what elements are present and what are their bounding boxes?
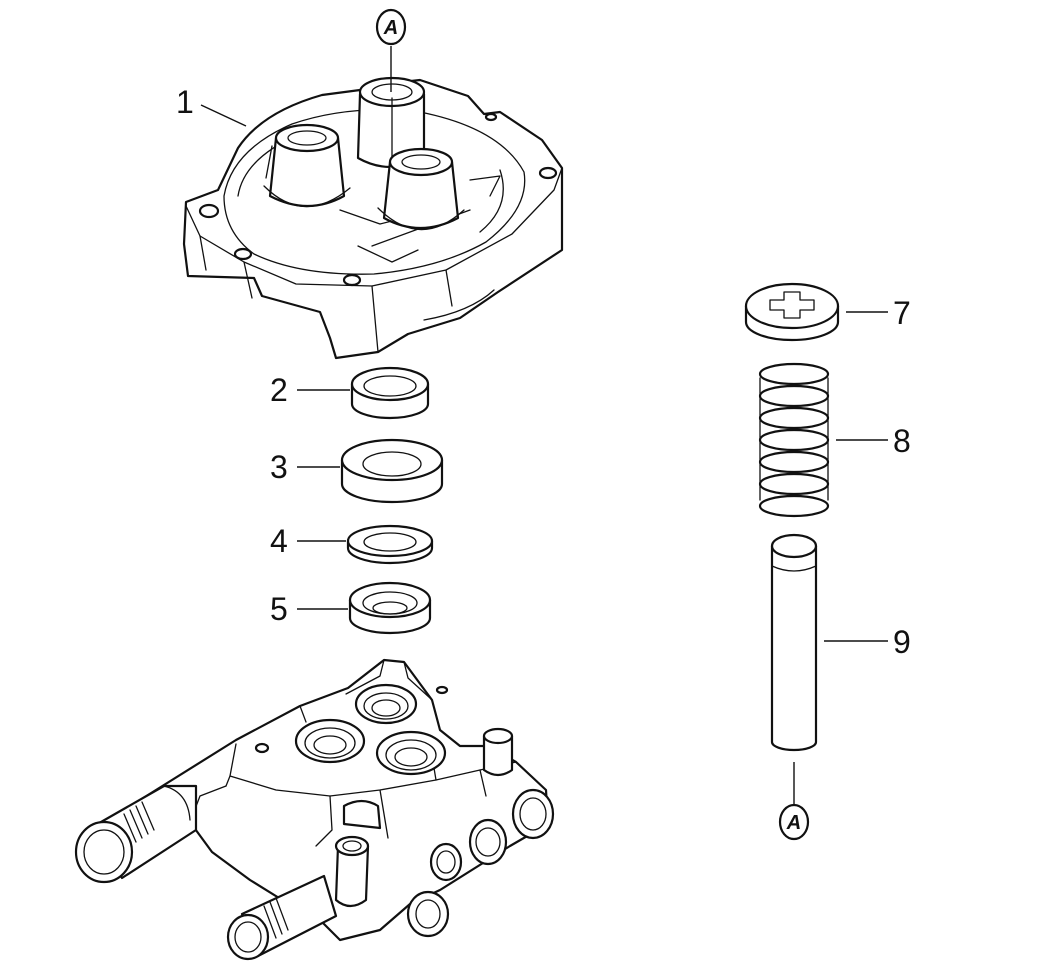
left-inlet-pipe bbox=[74, 784, 198, 884]
lower-outlet-pipe bbox=[226, 874, 338, 961]
part-2-seal-ring bbox=[350, 366, 430, 420]
reference-mark-bottom-label: A bbox=[786, 812, 801, 834]
callout-4: 4 bbox=[270, 523, 288, 559]
callout-2: 2 bbox=[270, 372, 288, 408]
callout-1: 1 bbox=[176, 84, 194, 120]
reference-mark-bottom: A bbox=[778, 762, 810, 841]
manifold-side-boss-2 bbox=[468, 818, 508, 866]
part-1-valve-housing bbox=[182, 76, 564, 360]
manifold-side-boss-3 bbox=[429, 842, 463, 882]
part-4-o-ring bbox=[346, 524, 434, 565]
manifold-port-2 bbox=[294, 718, 366, 764]
callout-7: 7 bbox=[893, 295, 911, 331]
part-9-piston-rod bbox=[770, 533, 818, 752]
manifold-side-boss-1 bbox=[511, 788, 555, 840]
reference-mark-top-label: A bbox=[383, 17, 398, 39]
leader-1 bbox=[200, 104, 247, 127]
manifold-block bbox=[74, 658, 555, 961]
reference-mark-top: A bbox=[375, 8, 407, 92]
part-8-spring bbox=[758, 362, 830, 518]
part-7-spring-retainer bbox=[744, 282, 840, 342]
manifold-port-3 bbox=[375, 730, 447, 776]
callout-3: 3 bbox=[270, 449, 288, 485]
callout-9: 9 bbox=[893, 624, 911, 660]
callout-8: 8 bbox=[893, 423, 911, 459]
callout-5: 5 bbox=[270, 591, 288, 627]
manifold-nipple bbox=[482, 727, 514, 777]
lower-right-boss bbox=[406, 890, 450, 938]
part-5-grooved-ring bbox=[348, 581, 432, 635]
manifold-port-1 bbox=[354, 683, 418, 725]
t-fitting bbox=[334, 799, 382, 908]
part-3-support-ring bbox=[340, 438, 444, 504]
